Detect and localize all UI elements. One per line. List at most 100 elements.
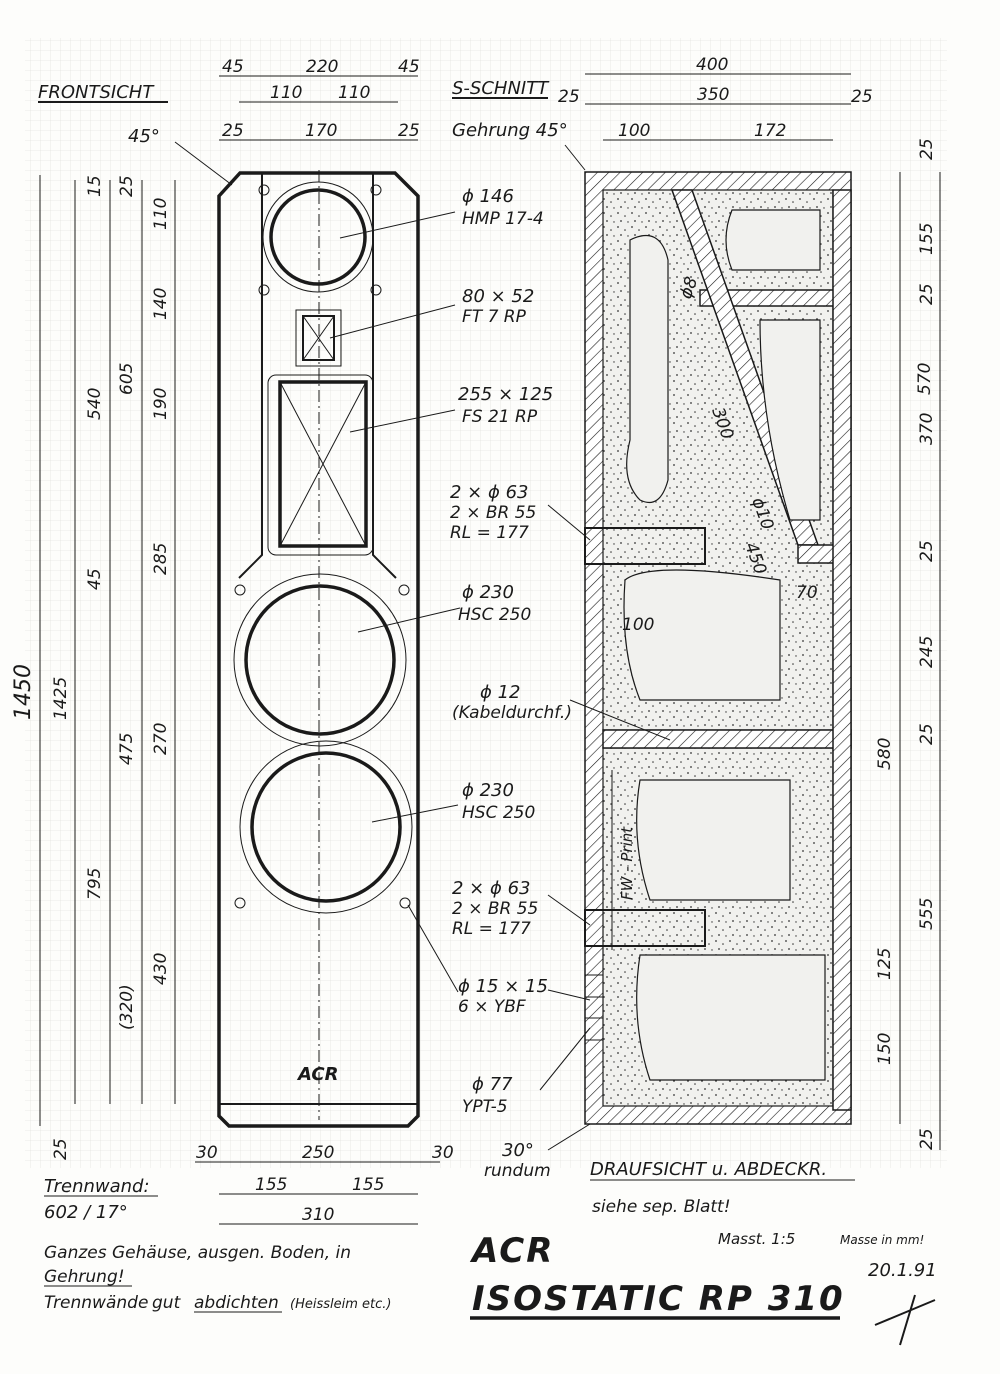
- dim-front-30-left: 30: [196, 1143, 218, 1163]
- dim-section-r-25-b: 25: [917, 283, 937, 305]
- dim-front-270: 270: [151, 723, 171, 755]
- dim-front-45-vert: 45: [85, 568, 105, 590]
- front-logo: ACR: [296, 1064, 338, 1085]
- section-partition-middle: [602, 729, 852, 749]
- dim-section-r-555: 555: [917, 898, 937, 930]
- dim-section-172: 172: [754, 121, 786, 141]
- front-cabinet-outline: [217, 171, 420, 1128]
- bass-reflex-port-upper: [584, 527, 706, 565]
- dim-section-25-left: 25: [558, 87, 580, 107]
- dim-section-25-right: 25: [851, 87, 873, 107]
- dim-front-45-right: 45: [398, 57, 420, 77]
- dim-front-310: 310: [302, 1205, 334, 1225]
- dim-front-30-right: 30: [432, 1143, 454, 1163]
- dim-front-155-left: 155: [255, 1175, 287, 1195]
- dim-section-400: 400: [696, 55, 728, 75]
- dim-section-r-25-e: 25: [917, 1128, 937, 1150]
- note-line-3c: abdichten: [194, 1293, 279, 1313]
- front-angle-label: 45°: [128, 126, 160, 147]
- dim-front-110-vert: 110: [151, 198, 171, 230]
- callout-model-1: FT 7 RP: [462, 307, 527, 327]
- dim-front-190: 190: [151, 388, 171, 420]
- title-block: ACR ISOSTATIC RP 310 Masst. 1:5 Masse in…: [469, 1230, 937, 1346]
- callout-size-9: ϕ 77: [472, 1074, 513, 1095]
- dim-front-110-left: 110: [270, 83, 302, 103]
- callout-model-7: 2 × BR 55: [452, 899, 538, 919]
- note-partition-value: 602 / 17°: [44, 1202, 128, 1223]
- callout-model-5: (Kabeldurchf.): [452, 703, 572, 723]
- dim-section-r-245: 245: [917, 636, 937, 668]
- bass-reflex-port-lower: [584, 909, 706, 947]
- note-top-view-ref: siehe sep. Blatt!: [592, 1197, 731, 1217]
- callout-model-10: rundum: [484, 1161, 551, 1181]
- dim-front-25-left: 25: [222, 121, 244, 141]
- title-date: 20.1.91: [868, 1260, 937, 1281]
- section-miter-label: Gehrung 45°: [452, 120, 568, 141]
- callout-extra-7: RL = 177: [452, 919, 531, 939]
- callout-model-6: HSC 250: [462, 803, 535, 823]
- callout-model-9: YPT-5: [462, 1097, 508, 1117]
- dim-section-r-155: 155: [917, 223, 937, 255]
- fw-print-label: FW - Print: [618, 826, 636, 900]
- dim-section-100: 100: [618, 121, 650, 141]
- dim-front-140: 140: [151, 288, 171, 320]
- dim-front-320: (320): [117, 984, 137, 1030]
- dim-front-220: 220: [306, 57, 338, 77]
- callout-model-2: FS 21 RP: [462, 407, 538, 427]
- dim-section-r-25-d: 25: [917, 723, 937, 745]
- driver-ft-7-rp: [302, 315, 335, 361]
- label-100: 100: [622, 615, 654, 635]
- dim-front-540: 540: [85, 388, 105, 420]
- dim-front-25-bottom: 25: [51, 1138, 71, 1160]
- callout-model-0: HMP 17-4: [462, 209, 544, 229]
- dim-section-r-125: 125: [875, 948, 895, 980]
- dim-front-25-right: 25: [398, 121, 420, 141]
- dim-section-350: 350: [697, 85, 729, 105]
- dim-section-r-570: 570: [915, 363, 935, 395]
- damping-pocket-lower: [623, 569, 781, 701]
- dim-section-r-580: 580: [875, 738, 895, 770]
- note-line-1: Ganzes Gehäuse, ausgen. Boden, in: [44, 1243, 351, 1263]
- callout-model-3: 2 × BR 55: [450, 503, 536, 523]
- dim-section-r-25-a: 25: [917, 138, 937, 160]
- dim-front-15: 15: [85, 175, 105, 197]
- callout-size-2: 255 × 125: [458, 384, 553, 405]
- dim-front-285: 285: [151, 543, 171, 575]
- callout-extra-3: RL = 177: [450, 523, 529, 543]
- dim-front-170: 170: [305, 121, 337, 141]
- driver-callouts: ϕ 146 HMP 17-4 80 × 52 FT 7 RP 255 × 125…: [329, 186, 671, 1181]
- section-view: S-SCHNITT Gehrung 45° FW - Print ϕ8 3: [452, 55, 941, 1150]
- dim-front-430: 430: [151, 953, 171, 985]
- callout-size-0: ϕ 146: [462, 186, 514, 207]
- signature-mark: [874, 1294, 936, 1346]
- dim-section-r-25-c: 25: [917, 540, 937, 562]
- label-70: 70: [796, 583, 818, 603]
- damping-pocket-1: [626, 235, 669, 504]
- dim-front-155-right: 155: [352, 1175, 384, 1195]
- note-top-view: DRAUFSICHT u. ABDECKR.: [590, 1159, 827, 1180]
- dim-front-605: 605: [117, 363, 137, 395]
- dim-front-110-right: 110: [338, 83, 370, 103]
- callout-size-6: ϕ 230: [462, 780, 514, 801]
- note-line-3a: Trennwände: [44, 1293, 148, 1313]
- note-line-2: Gehrung!: [44, 1267, 125, 1287]
- note-line-3d: (Heissleim etc.): [290, 1297, 391, 1312]
- callout-model-4: HSC 250: [458, 605, 531, 625]
- note-partition-label: Trennwand:: [44, 1176, 150, 1197]
- title-units: Masse in mm!: [840, 1233, 924, 1247]
- notes: Trennwand: 602 / 17° DRAUFSICHT u. ABDEC…: [44, 1159, 855, 1313]
- note-line-3b: gut: [152, 1293, 182, 1313]
- front-view-title: FRONTSICHT: [38, 82, 155, 103]
- dim-front-795: 795: [85, 868, 105, 900]
- callout-size-10: 30°: [502, 1140, 534, 1161]
- callout-model-8: 6 × YBF: [458, 997, 526, 1017]
- callout-size-3: 2 × ϕ 63: [450, 482, 528, 503]
- dim-front-1450: 1450: [11, 664, 36, 720]
- callout-size-8: ϕ 15 × 15: [458, 976, 548, 997]
- dim-front-25-top: 25: [117, 175, 137, 197]
- callout-size-4: ϕ 230: [462, 582, 514, 603]
- section-view-title: S-SCHNITT: [452, 78, 550, 99]
- dim-front-45-left: 45: [222, 57, 244, 77]
- driver-hmp-17-4: [269, 188, 367, 286]
